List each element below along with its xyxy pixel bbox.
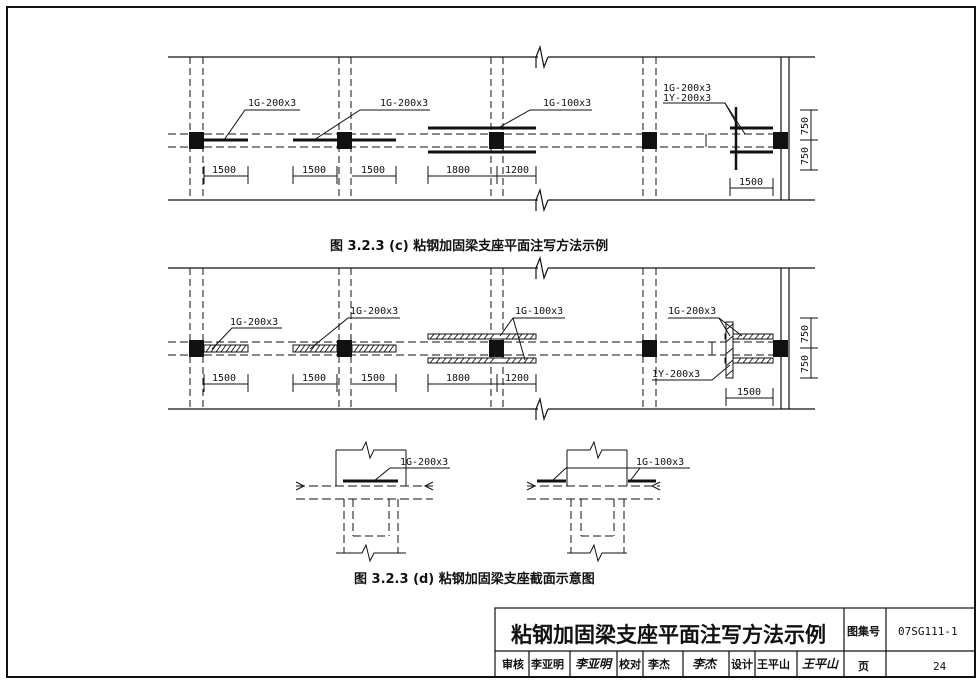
page-number: 24 <box>933 660 947 673</box>
check-signature: 李杰 <box>692 657 718 671</box>
sheet-border <box>6 6 976 678</box>
columns-d <box>189 340 788 357</box>
review-signature: 李亚明 <box>575 657 613 671</box>
dim-d-5: 1200 <box>505 373 529 384</box>
label-d-4: 1G-200x3 <box>668 306 716 317</box>
dims-d <box>203 317 818 406</box>
dim-c-4: 1800 <box>446 165 470 176</box>
dim-c-5: 1200 <box>505 165 529 176</box>
page-label: 页 <box>858 660 869 673</box>
dim-c-1: 1500 <box>212 165 236 176</box>
dim-c-2: 1500 <box>302 165 326 176</box>
label-d-3: 1G-100x3 <box>515 306 563 317</box>
hatched-plates-d <box>203 321 774 379</box>
title-block-title: 粘钢加固梁支座平面注写方法示例 <box>511 623 826 647</box>
atlas-number: 07SG111-1 <box>898 625 958 638</box>
design-signature: 王平山 <box>802 657 839 671</box>
title-block <box>494 607 976 678</box>
label-c-3: 1G-100x3 <box>543 98 591 109</box>
caption-d: 图 3.2.3 (d) 粘钢加固梁支座截面示意图 <box>354 571 595 587</box>
section-right <box>526 440 690 563</box>
caption-c: 图 3.2.3 (c) 粘钢加固梁支座平面注写方法示例 <box>330 238 608 254</box>
dim-d-2: 1500 <box>302 373 326 384</box>
label-c-5: 1Y-200x3 <box>663 93 711 104</box>
dim-c-8: 750 <box>800 147 811 165</box>
review-label: 审核 <box>502 657 524 671</box>
dim-d-3: 1500 <box>361 373 385 384</box>
atlas-label: 图集号 <box>847 624 880 638</box>
leaders-c <box>223 102 746 141</box>
dim-c-7: 750 <box>800 117 811 135</box>
design-label: 设计 <box>731 657 753 671</box>
dim-d-1: 1500 <box>212 373 236 384</box>
design-name: 王平山 <box>757 657 790 671</box>
check-name: 李杰 <box>647 657 670 671</box>
leaders-d <box>211 317 743 381</box>
dim-d-8: 750 <box>800 355 811 373</box>
columns-c <box>189 132 788 149</box>
label-c-4: 1G-200x3 <box>663 83 711 94</box>
dim-c-6: 1500 <box>739 177 763 188</box>
label-d-2: 1G-200x3 <box>350 306 398 317</box>
check-label: 校对 <box>619 657 641 671</box>
dim-d-7: 750 <box>800 325 811 343</box>
section-left-label: 1G-200x3 <box>400 457 448 468</box>
plan-d <box>168 255 815 422</box>
dim-c-3: 1500 <box>361 165 385 176</box>
label-d-5: 1Y-200x3 <box>652 369 700 380</box>
section-right-label: 1G-100x3 <box>636 457 684 468</box>
dim-d-4: 1800 <box>446 373 470 384</box>
dims-c <box>203 109 818 196</box>
section-left <box>295 440 450 563</box>
label-d-1: 1G-200x3 <box>230 317 278 328</box>
steel-plates-c <box>204 107 773 170</box>
label-c-1: 1G-200x3 <box>248 98 296 109</box>
dim-d-6: 1500 <box>737 387 761 398</box>
review-name: 李亚明 <box>530 657 564 671</box>
label-c-2: 1G-200x3 <box>380 98 428 109</box>
